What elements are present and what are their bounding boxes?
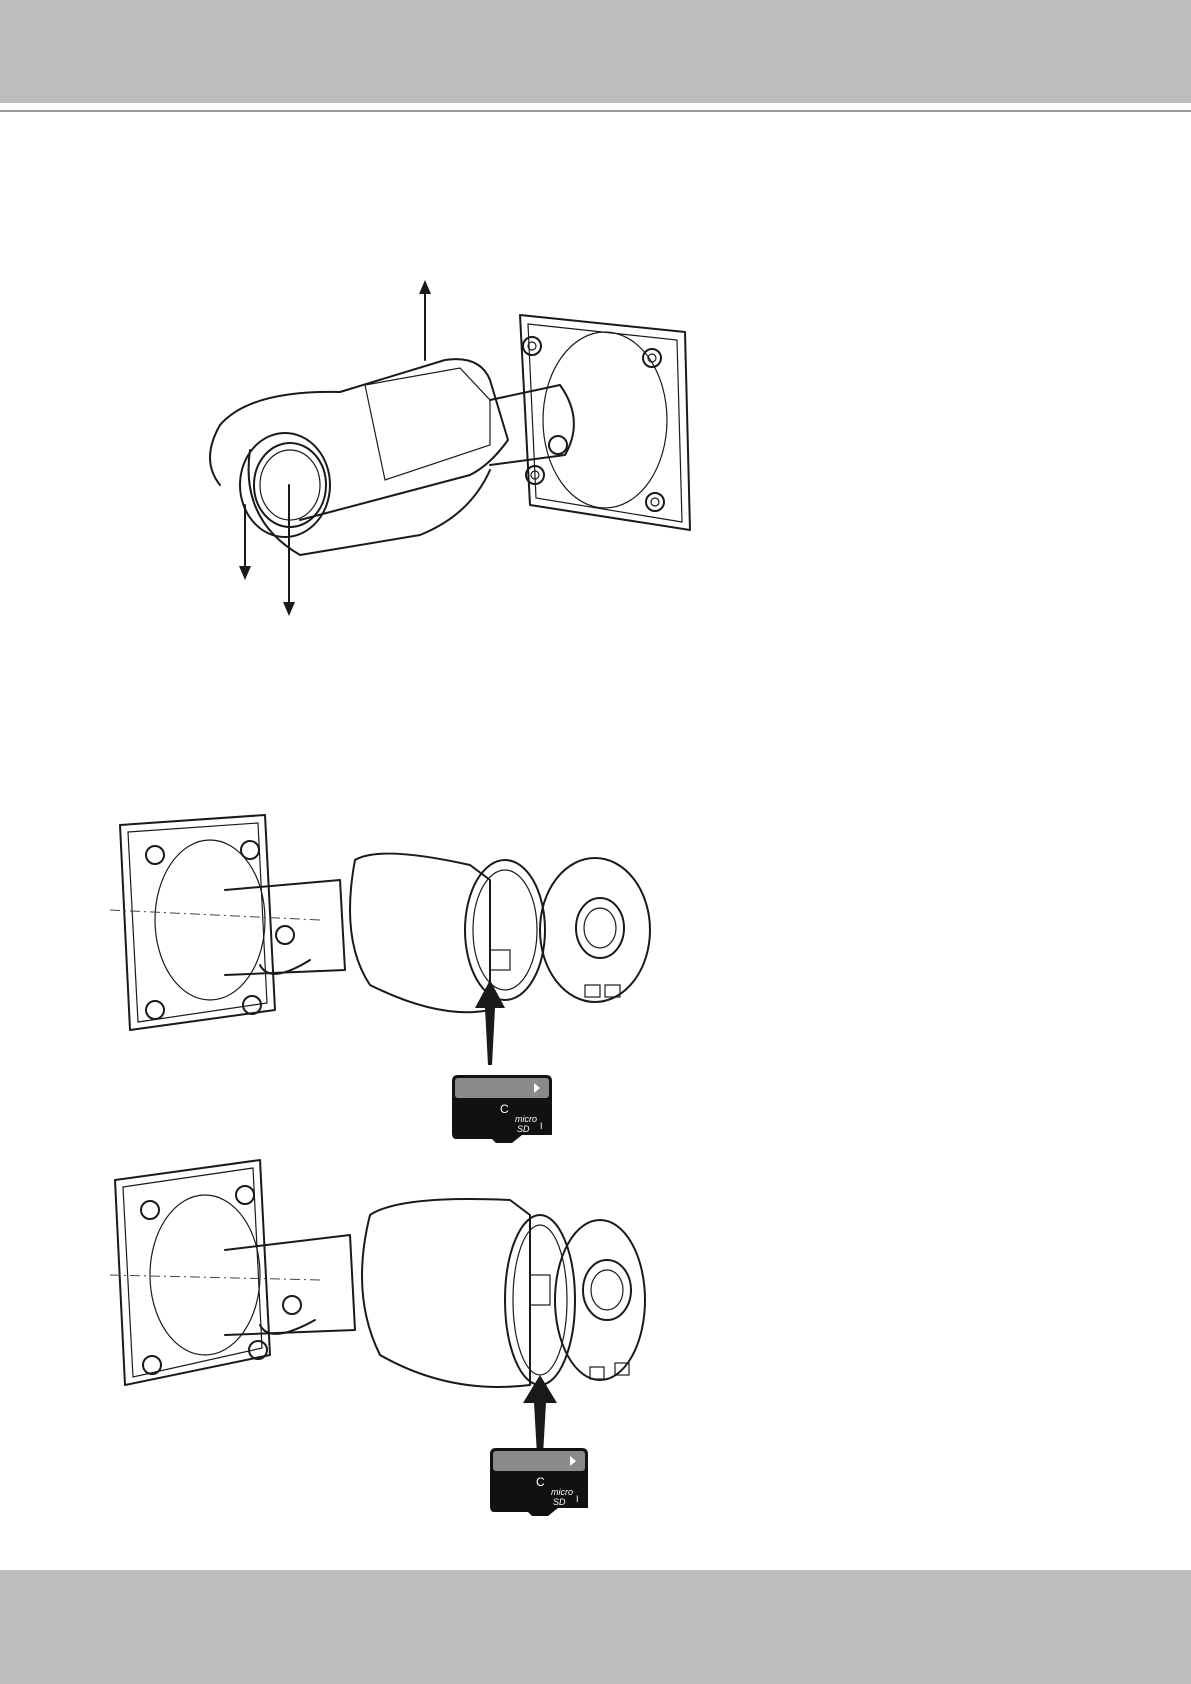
card-1-brand-micro: micro	[515, 1114, 537, 1124]
card-2-speed-mark: I	[576, 1494, 579, 1504]
microsd-card-2-graphic: C micro SD I	[490, 1448, 588, 1518]
camera-sunshield-illustration	[190, 280, 710, 660]
camera-open-illustration-2	[110, 1155, 670, 1475]
card-2-brand-micro: micro	[551, 1487, 573, 1497]
header-rule	[0, 110, 1191, 112]
card-2-brand-sd: SD	[553, 1497, 566, 1507]
sd-insert-figure-2	[110, 1155, 670, 1475]
page-header-band	[0, 0, 1191, 103]
page-footer-band	[0, 1570, 1191, 1684]
card-1-class-mark: C	[500, 1102, 509, 1116]
card-1-speed-mark: I	[540, 1121, 543, 1131]
microsd-card-2: C micro SD I	[490, 1448, 588, 1518]
sd-insert-figure-1	[110, 810, 670, 1150]
microsd-card-1: C micro SD I	[452, 1075, 552, 1145]
card-2-class-mark: C	[536, 1475, 545, 1489]
card-1-brand-sd: SD	[517, 1124, 530, 1134]
microsd-card-1-graphic: C micro SD I	[452, 1075, 552, 1145]
camera-sunshield-figure	[190, 280, 710, 660]
camera-open-illustration-1	[110, 810, 670, 1150]
